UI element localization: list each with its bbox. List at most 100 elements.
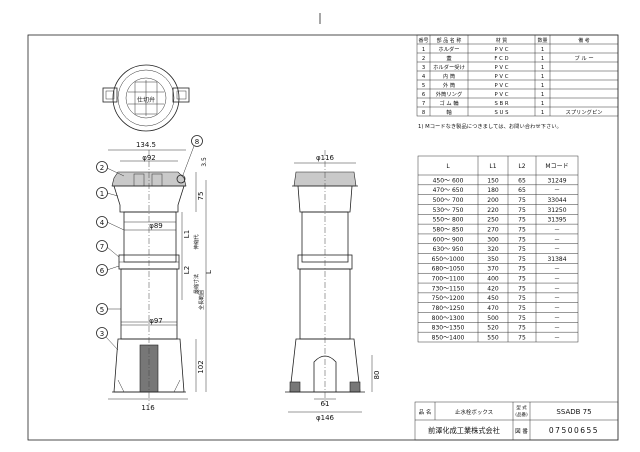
parts-cell: S U S (495, 110, 510, 116)
size-cell: 31384 (547, 256, 566, 263)
size-cell: 75 (518, 305, 526, 312)
parts-cell: 外筒リング (436, 90, 463, 98)
dim-116-left: 116 (141, 404, 155, 412)
title-name-value: 止水栓ボックス (455, 408, 493, 416)
size-cell: 500 (487, 315, 499, 322)
size-cell: 550～ 800 (433, 217, 464, 224)
parts-cell: 3 (422, 65, 425, 71)
size-cell: 470～ 650 (433, 187, 464, 194)
parts-cell: 6 (422, 92, 426, 98)
parts-cell: P V C (495, 92, 509, 98)
size-cell: － (554, 305, 560, 312)
size-cell: 580～ 850 (433, 226, 464, 233)
lid-marking-text: 仕切弁 (137, 96, 155, 104)
size-cell: 600～ 900 (433, 236, 464, 243)
size-cell: 31249 (547, 177, 566, 184)
size-cell: － (554, 335, 560, 342)
drawing-no-value: 07500655 (549, 426, 599, 435)
size-cell: － (554, 246, 560, 253)
dim-L: L (205, 270, 213, 274)
size-cell: － (554, 276, 560, 283)
size-cell: 65 (518, 177, 526, 184)
size-cell: 75 (518, 325, 526, 332)
size-cell: 75 (518, 335, 526, 342)
front-dimensions: 134.5 φ92 3.5 75 φ89 L1 伸縮代 L2 最縮寸法 L 全長… (108, 141, 213, 412)
dim-phi116: φ116 (316, 154, 335, 162)
size-cell: － (554, 285, 560, 292)
size-cell: 350 (487, 256, 499, 263)
parts-cell: 1 (541, 74, 544, 80)
size-cell: － (554, 187, 560, 194)
size-cell: 400 (487, 276, 499, 283)
parts-cell: P V C (495, 65, 509, 71)
size-cell: － (554, 315, 560, 322)
dim-phi146: φ146 (316, 414, 335, 422)
size-cell: 75 (518, 207, 526, 214)
parts-cell: 1 (541, 101, 544, 107)
size-cell: 450～ 600 (433, 177, 464, 184)
company-name: 前澤化成工業株式会社 (428, 426, 500, 435)
size-cell: 700～1100 (432, 276, 465, 283)
size-cell: 75 (518, 276, 526, 283)
size-cell: 75 (518, 226, 526, 233)
size-cell: 75 (518, 217, 526, 224)
title-model-label-2: (品番) (515, 411, 528, 418)
title-block: 品 名 止水栓ボックス 型 式 (品番) SSADB 75 前澤化成工業株式会社… (414, 401, 619, 441)
size-cell: 250 (487, 217, 499, 224)
size-cell: 470 (487, 305, 499, 312)
size-cell: － (554, 266, 560, 273)
size-cell: 300 (487, 236, 499, 243)
balloon-7: 7 (100, 243, 104, 251)
parts-cell: 1 (422, 47, 425, 53)
size-cell: 65 (518, 187, 526, 194)
size-cell: 500～ 700 (433, 197, 464, 204)
parts-cell: 1 (541, 47, 544, 53)
dim-75: 75 (197, 192, 205, 201)
size-cell: 450 (487, 295, 499, 302)
parts-cell: 1 (541, 65, 544, 71)
label-adjust-1: 伸縮代 (193, 234, 200, 249)
size-cell: 200 (487, 197, 499, 204)
size-cell: 320 (487, 246, 499, 253)
size-cell: 75 (518, 315, 526, 322)
parts-cell: 8 (422, 110, 426, 116)
title-name-label: 品 名 (419, 408, 432, 416)
label-adjust-2: 最縮寸法 (193, 274, 200, 294)
parts-cell: 1 (541, 56, 544, 62)
front-view (111, 150, 187, 405)
size-header-cell: L2 (518, 163, 525, 170)
size-cell: 75 (518, 246, 526, 253)
size-cell: 150 (487, 177, 499, 184)
balloon-5: 5 (100, 306, 104, 314)
size-cell: 270 (487, 226, 499, 233)
side-dimensions: φ116 80 61 φ146 (288, 154, 381, 422)
parts-header-cell: 数量 (537, 37, 547, 44)
balloon-2: 2 (100, 164, 104, 172)
parts-cell: F C D (494, 56, 508, 62)
size-cell: 370 (487, 266, 499, 273)
size-cell: 420 (487, 285, 499, 292)
parts-cell: 外 筒 (443, 81, 455, 89)
parts-cell: 1 (541, 92, 544, 98)
dim-L2: L2 (183, 266, 191, 274)
parts-header-cell: 部 品 名 称 (437, 37, 462, 44)
part-balloons: 2 1 4 7 6 5 3 8 (96, 135, 203, 351)
size-cell: 180 (487, 187, 499, 194)
size-cell: 730～1150 (432, 285, 465, 292)
size-cell: 31395 (547, 217, 566, 224)
dim-61: 61 (321, 400, 330, 408)
size-cell: 75 (518, 236, 526, 243)
size-cell: 75 (518, 266, 526, 273)
parts-cell: P V C (495, 83, 509, 89)
label-total: 全長範囲 (198, 290, 205, 310)
title-model-value: SSADB 75 (556, 408, 591, 416)
balloon-8: 8 (195, 138, 199, 146)
parts-cell: P V C (495, 47, 509, 53)
size-cell: 520 (487, 325, 499, 332)
size-cell: － (554, 325, 560, 332)
size-cell: － (554, 295, 560, 302)
size-cell: 800～1300 (432, 315, 465, 322)
dim-phi89: φ89 (149, 222, 163, 230)
